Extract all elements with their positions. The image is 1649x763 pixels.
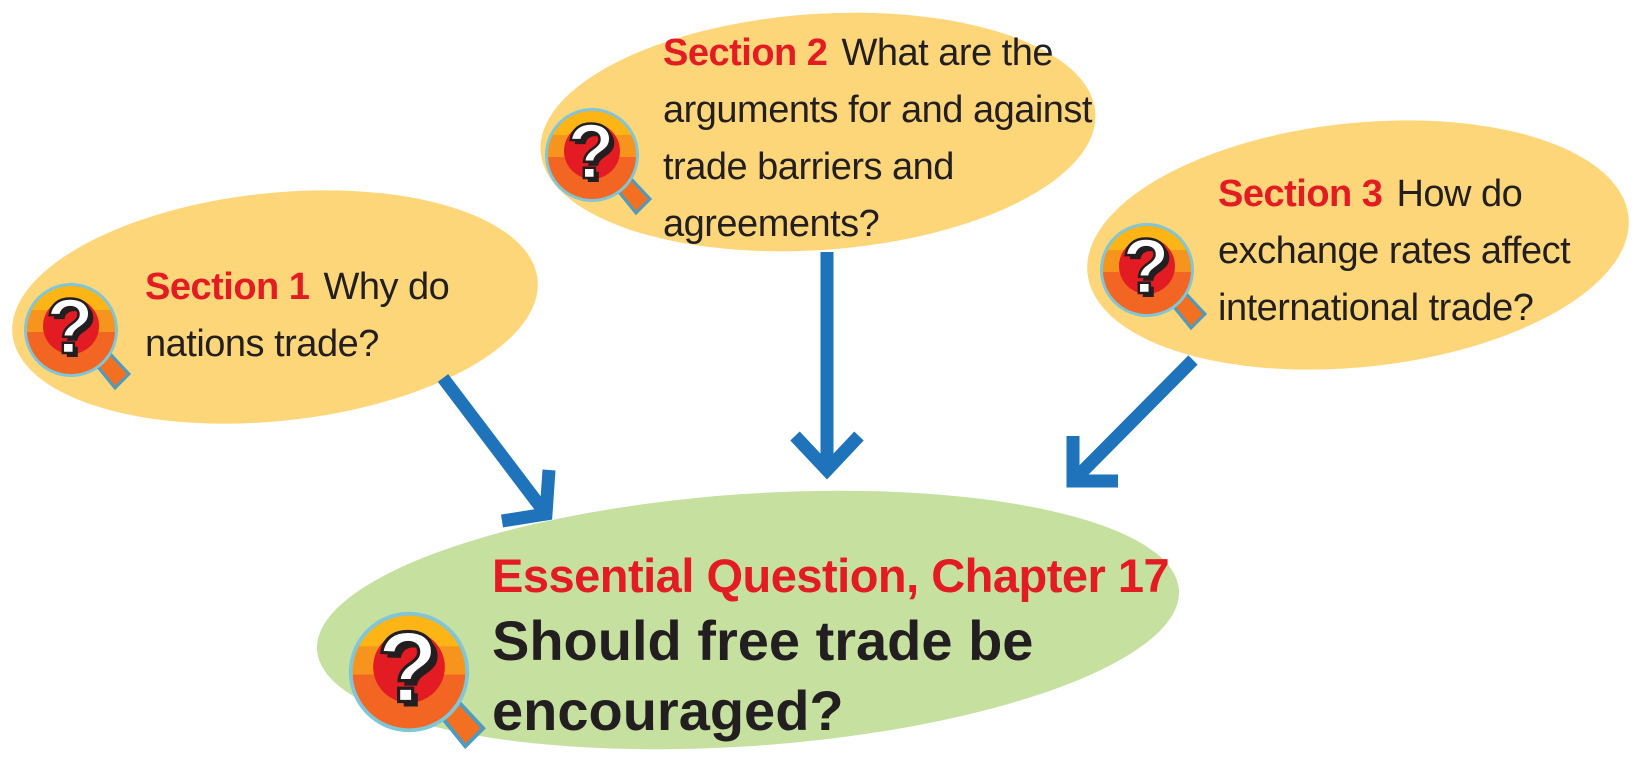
section-2-oval	[540, 12, 1096, 252]
section-3-label: Section 3	[1218, 173, 1383, 215]
arrow-section-3	[1066, 355, 1198, 488]
essential-question-label: Essential Question, Chapter 17	[492, 549, 1170, 602]
section-1-question: Why do nations trade?	[145, 266, 450, 365]
arrow-section-2	[790, 252, 864, 480]
section-2-question: What are the arguments for and against t…	[663, 32, 1093, 245]
essential-oval	[316, 490, 1180, 750]
section-3-oval	[1087, 120, 1629, 370]
section-3-question: How do exchange rates affect internation…	[1218, 173, 1571, 329]
section-1-oval	[12, 190, 538, 424]
section-1-label: Section 1	[145, 266, 310, 308]
essential-question-text: Should free trade be encouraged?	[492, 609, 1034, 742]
arrow-section-1	[437, 374, 556, 528]
section-2-label: Section 2	[663, 32, 828, 74]
